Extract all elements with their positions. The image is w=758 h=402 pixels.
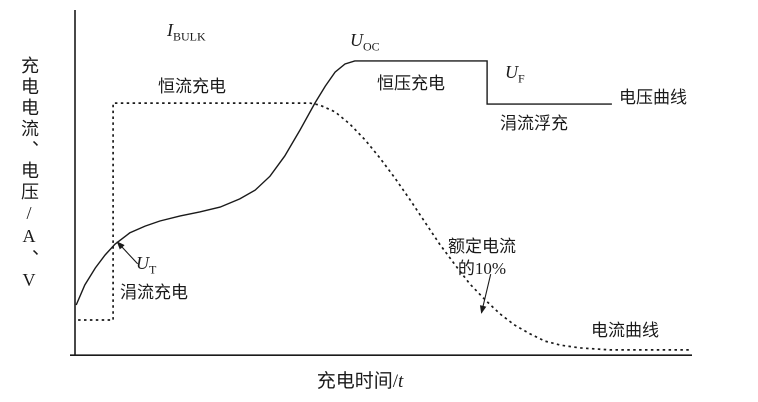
rated-current-line1: 额定电流 bbox=[448, 237, 516, 256]
label-rated-current-10pct: 额定电流的10% bbox=[438, 236, 526, 280]
voltage-curve-path bbox=[75, 60, 612, 306]
label-trickle-charge: 涓流充电 bbox=[120, 283, 188, 302]
label-u-t: UT bbox=[136, 253, 156, 280]
label-trickle-float-charge: 涓流浮充 bbox=[500, 114, 568, 133]
rated-current-arrow bbox=[479, 273, 492, 314]
label-constant-voltage-charge: 恒压充电 bbox=[377, 74, 445, 93]
ut-arrow bbox=[116, 241, 139, 265]
u-oc-symbol: U bbox=[350, 30, 363, 50]
label-current-curve: 电流曲线 bbox=[591, 321, 659, 340]
x-axis-label-variable: t bbox=[398, 371, 404, 392]
label-i-bulk: IBULK bbox=[167, 20, 206, 47]
i-bulk-symbol: I bbox=[167, 20, 173, 40]
i-bulk-subscript: BULK bbox=[173, 29, 206, 44]
label-constant-current-charge: 恒流充电 bbox=[158, 77, 226, 96]
u-t-symbol: U bbox=[136, 253, 149, 273]
u-f-symbol: U bbox=[505, 62, 518, 82]
current-curve-path bbox=[78, 102, 690, 351]
u-oc-subscript: OC bbox=[363, 39, 380, 54]
rated-current-line2: 的10% bbox=[457, 259, 507, 278]
u-t-subscript: T bbox=[149, 262, 157, 277]
label-u-f: UF bbox=[505, 62, 525, 89]
label-u-oc: UOC bbox=[350, 30, 380, 57]
label-voltage-curve: 电压曲线 bbox=[619, 88, 687, 107]
u-f-subscript: F bbox=[518, 71, 525, 86]
x-axis-label-text: 充电时间/ bbox=[316, 371, 398, 392]
y-axis-label: 充电电流、电压/A、V bbox=[19, 56, 39, 293]
x-axis-label: 充电时间/t bbox=[55, 366, 665, 393]
